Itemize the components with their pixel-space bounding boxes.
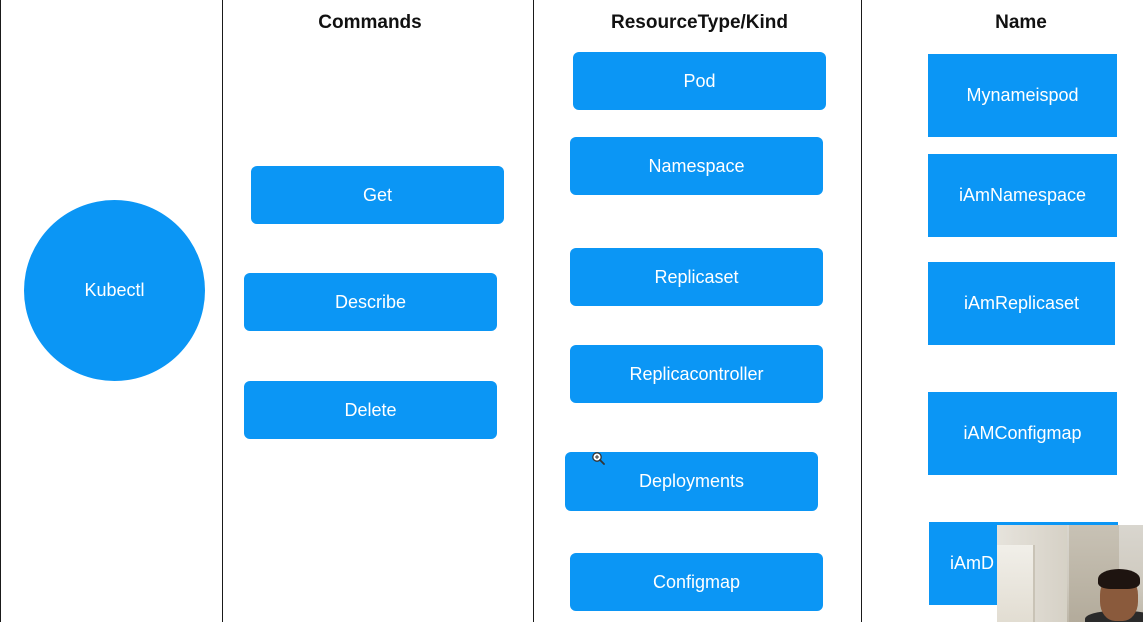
resource-type-replicacontroller: Replicacontroller — [570, 345, 823, 403]
name-column-title: Name — [995, 12, 1047, 33]
webcam-background-shelf — [997, 545, 1035, 622]
column-divider-left-edge — [0, 0, 1, 622]
resource-type-configmap: Configmap — [570, 553, 823, 611]
resource-type-pod: Pod — [573, 52, 826, 110]
name-iamconfigmap: iAMConfigmap — [928, 392, 1117, 475]
resource-type-replicaset: Replicaset — [570, 248, 823, 306]
name-iamnamespace: iAmNamespace — [928, 154, 1117, 237]
webcam-presenter-hair — [1098, 569, 1140, 589]
resource-type-deployments: Deployments — [565, 452, 818, 511]
name-iamreplicaset: iAmReplicaset — [928, 262, 1115, 345]
command-delete: Delete — [244, 381, 497, 439]
kubectl-node: Kubectl — [24, 200, 205, 381]
command-describe: Describe — [244, 273, 497, 331]
column-divider-2 — [533, 0, 534, 622]
webcam-overlay — [997, 525, 1143, 622]
name-mynameispod: Mynameispod — [928, 54, 1117, 137]
column-divider-3 — [861, 0, 862, 622]
zoom-cursor-icon — [592, 452, 605, 465]
command-get: Get — [251, 166, 504, 224]
resource-type-namespace: Namespace — [570, 137, 823, 195]
resource-type-column-title: ResourceType/Kind — [610, 12, 789, 33]
column-divider-1 — [222, 0, 223, 622]
commands-column-title: Commands — [318, 12, 422, 33]
